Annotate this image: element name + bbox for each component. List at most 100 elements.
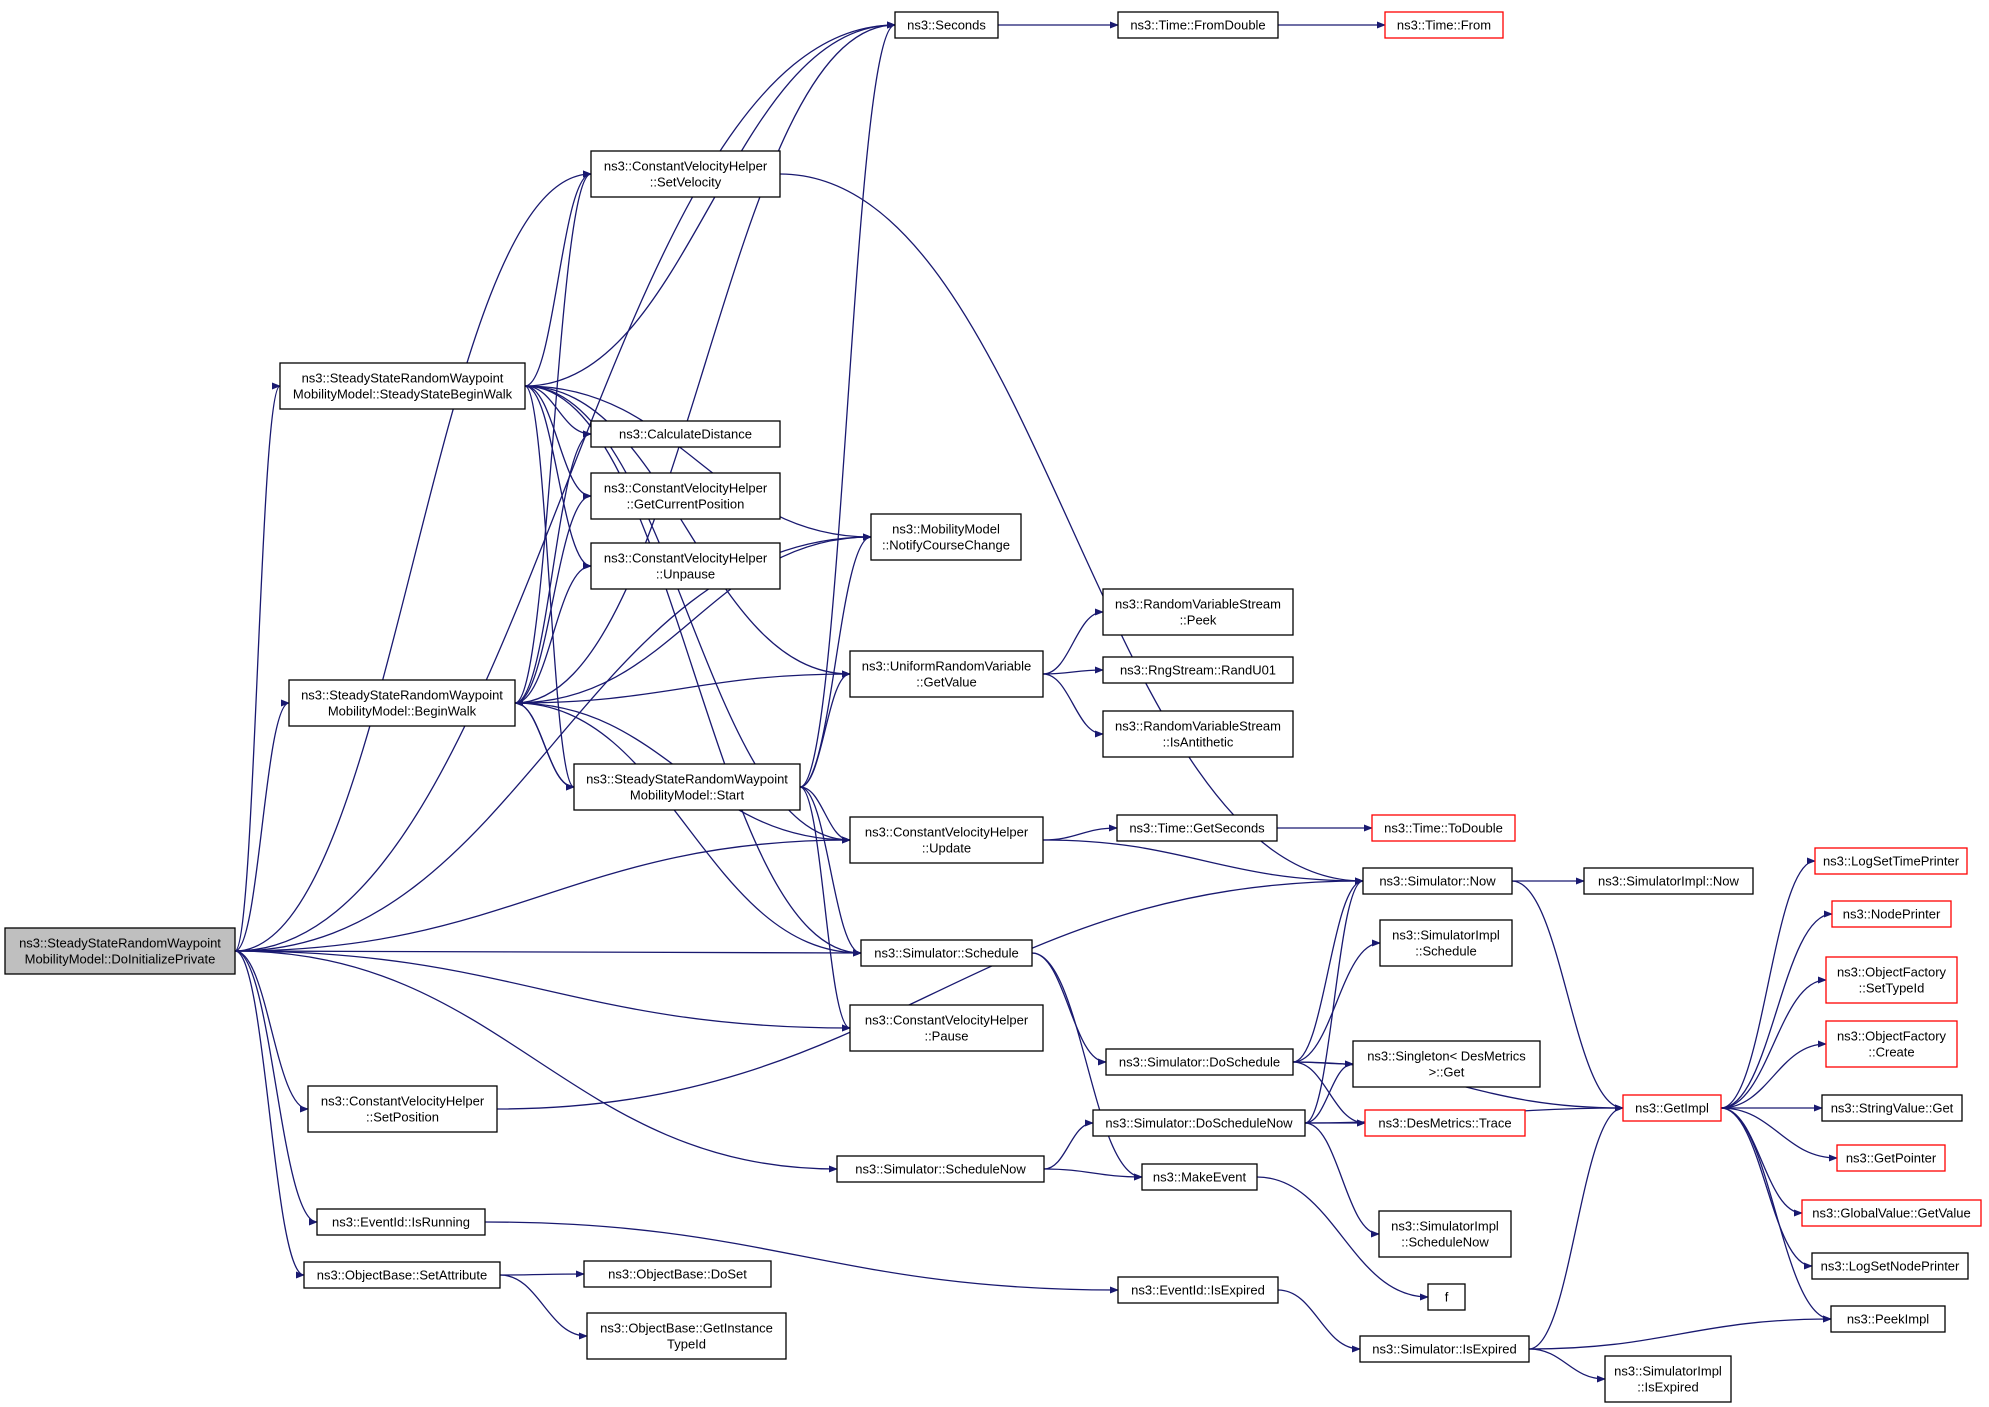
node-box[interactable] xyxy=(860,939,1033,967)
node-getcurpos[interactable]: ns3::ConstantVelocityHelper::GetCurrentP… xyxy=(590,472,781,520)
node-logsetnode[interactable]: ns3::LogSetNodePrinter xyxy=(1811,1252,1969,1280)
node-implschednow[interactable]: ns3::SimulatorImpl::ScheduleNow xyxy=(1378,1210,1512,1258)
node-box[interactable] xyxy=(1622,1094,1722,1122)
node-implisexpired[interactable]: ns3::SimulatorImpl::IsExpired xyxy=(1604,1355,1732,1403)
node-getvalue[interactable]: ns3::UniformRandomVariable::GetValue xyxy=(849,650,1044,698)
node-box[interactable] xyxy=(1825,1020,1958,1068)
node-isexpiredsim[interactable]: ns3::Simulator::IsExpired xyxy=(1359,1335,1530,1363)
node-box[interactable] xyxy=(1105,1048,1294,1076)
node-box[interactable] xyxy=(1583,867,1754,895)
node-box[interactable] xyxy=(590,420,781,448)
node-box[interactable] xyxy=(1830,1305,1946,1333)
node-box[interactable] xyxy=(836,1155,1045,1183)
node-create[interactable]: ns3::ObjectFactory::Create xyxy=(1825,1020,1958,1068)
node-box[interactable] xyxy=(1102,588,1294,636)
node-settypeid[interactable]: ns3::ObjectFactory::SetTypeId xyxy=(1825,956,1958,1004)
node-doset[interactable]: ns3::ObjectBase::DoSet xyxy=(583,1260,772,1288)
node-nodeprinter[interactable]: ns3::NodePrinter xyxy=(1831,900,1952,928)
node-globalget[interactable]: ns3::GlobalValue::GetValue xyxy=(1801,1199,1982,1227)
node-box[interactable] xyxy=(1821,1094,1963,1122)
node-box[interactable] xyxy=(590,542,781,590)
node-box[interactable] xyxy=(849,816,1044,864)
node-box[interactable] xyxy=(849,1004,1044,1052)
node-box[interactable] xyxy=(1362,867,1513,895)
node-box[interactable] xyxy=(1801,1199,1982,1227)
node-box[interactable] xyxy=(4,927,236,975)
node-box[interactable] xyxy=(1102,710,1294,758)
node-doschednow[interactable]: ns3::Simulator::DoScheduleNow xyxy=(1092,1109,1306,1137)
node-box[interactable] xyxy=(1379,919,1513,967)
node-peekimpl[interactable]: ns3::PeekImpl xyxy=(1830,1305,1946,1333)
node-isrunning[interactable]: ns3::EventId::IsRunning xyxy=(316,1208,486,1236)
node-stringget[interactable]: ns3::StringValue::Get xyxy=(1821,1094,1963,1122)
node-notify[interactable]: ns3::MobilityModel::NotifyCourseChange xyxy=(870,513,1022,561)
node-update[interactable]: ns3::ConstantVelocityHelper::Update xyxy=(849,816,1044,864)
node-box[interactable] xyxy=(279,362,526,410)
node-implnow[interactable]: ns3::SimulatorImpl::Now xyxy=(1583,867,1754,895)
node-setposition[interactable]: ns3::ConstantVelocityHelper::SetPosition xyxy=(307,1085,498,1133)
node-getseconds[interactable]: ns3::Time::GetSeconds xyxy=(1116,814,1278,842)
node-f[interactable]: f xyxy=(1427,1283,1466,1311)
node-fromdouble[interactable]: ns3::Time::FromDouble xyxy=(1117,11,1279,39)
node-calcdist[interactable]: ns3::CalculateDistance xyxy=(590,420,781,448)
node-box[interactable] xyxy=(1825,956,1958,1004)
node-todouble[interactable]: ns3::Time::ToDouble xyxy=(1371,814,1516,842)
node-isanti[interactable]: ns3::RandomVariableStream::IsAntithetic xyxy=(1102,710,1294,758)
node-schedule[interactable]: ns3::Simulator::Schedule xyxy=(860,939,1033,967)
node-box[interactable] xyxy=(1604,1355,1732,1403)
node-box[interactable] xyxy=(288,679,516,727)
node-box[interactable] xyxy=(573,763,801,811)
node-box[interactable] xyxy=(1836,1144,1946,1172)
node-start[interactable]: ns3::SteadyStateRandomWaypointMobilityMo… xyxy=(573,763,801,811)
node-box[interactable] xyxy=(894,11,999,39)
node-pause[interactable]: ns3::ConstantVelocityHelper::Pause xyxy=(849,1004,1044,1052)
node-timefrom[interactable]: ns3::Time::From xyxy=(1384,11,1504,39)
node-box[interactable] xyxy=(590,150,781,198)
node-makeevent[interactable]: ns3::MakeEvent xyxy=(1141,1163,1258,1191)
node-box[interactable] xyxy=(1092,1109,1306,1137)
node-box[interactable] xyxy=(1352,1040,1541,1088)
node-box[interactable] xyxy=(1117,1276,1279,1304)
node-getimpl[interactable]: ns3::GetImpl xyxy=(1622,1094,1722,1122)
node-box[interactable] xyxy=(1831,900,1952,928)
node-trace[interactable]: ns3::DesMetrics::Trace xyxy=(1364,1109,1526,1137)
node-schednow[interactable]: ns3::Simulator::ScheduleNow xyxy=(836,1155,1045,1183)
node-implschedule[interactable]: ns3::SimulatorImpl::Schedule xyxy=(1379,919,1513,967)
node-box[interactable] xyxy=(870,513,1022,561)
node-randu01[interactable]: ns3::RngStream::RandU01 xyxy=(1102,656,1294,684)
node-box[interactable] xyxy=(316,1208,486,1236)
node-box[interactable] xyxy=(303,1261,501,1289)
node-getpointer[interactable]: ns3::GetPointer xyxy=(1836,1144,1946,1172)
node-doinit[interactable]: ns3::SteadyStateRandomWaypointMobilityMo… xyxy=(4,927,236,975)
node-box[interactable] xyxy=(590,472,781,520)
node-isexpiredev[interactable]: ns3::EventId::IsExpired xyxy=(1117,1276,1279,1304)
node-box[interactable] xyxy=(1371,814,1516,842)
node-box[interactable] xyxy=(1141,1163,1258,1191)
node-box[interactable] xyxy=(1378,1210,1512,1258)
node-box[interactable] xyxy=(1384,11,1504,39)
node-box[interactable] xyxy=(1117,11,1279,39)
node-box[interactable] xyxy=(1814,847,1968,875)
node-peek[interactable]: ns3::RandomVariableStream::Peek xyxy=(1102,588,1294,636)
node-unpause[interactable]: ns3::ConstantVelocityHelper::Unpause xyxy=(590,542,781,590)
node-box[interactable] xyxy=(1364,1109,1526,1137)
node-singleton[interactable]: ns3::Singleton< DesMetrics>::Get xyxy=(1352,1040,1541,1088)
node-box[interactable] xyxy=(849,650,1044,698)
node-beginwalk[interactable]: ns3::SteadyStateRandomWaypointMobilityMo… xyxy=(288,679,516,727)
node-ssbeginwalk[interactable]: ns3::SteadyStateRandomWaypointMobilityMo… xyxy=(279,362,526,410)
node-box[interactable] xyxy=(586,1312,787,1360)
node-now[interactable]: ns3::Simulator::Now xyxy=(1362,867,1513,895)
node-box[interactable] xyxy=(1102,656,1294,684)
node-box[interactable] xyxy=(1359,1335,1530,1363)
node-doschedule[interactable]: ns3::Simulator::DoSchedule xyxy=(1105,1048,1294,1076)
node-box[interactable] xyxy=(1811,1252,1969,1280)
node-logsettime[interactable]: ns3::LogSetTimePrinter xyxy=(1814,847,1968,875)
node-setvelocity[interactable]: ns3::ConstantVelocityHelper::SetVelocity xyxy=(590,150,781,198)
node-setattr[interactable]: ns3::ObjectBase::SetAttribute xyxy=(303,1261,501,1289)
node-box[interactable] xyxy=(307,1085,498,1133)
node-box[interactable] xyxy=(1116,814,1278,842)
node-box[interactable] xyxy=(583,1260,772,1288)
node-seconds[interactable]: ns3::Seconds xyxy=(894,11,999,39)
node-box[interactable] xyxy=(1427,1283,1466,1311)
